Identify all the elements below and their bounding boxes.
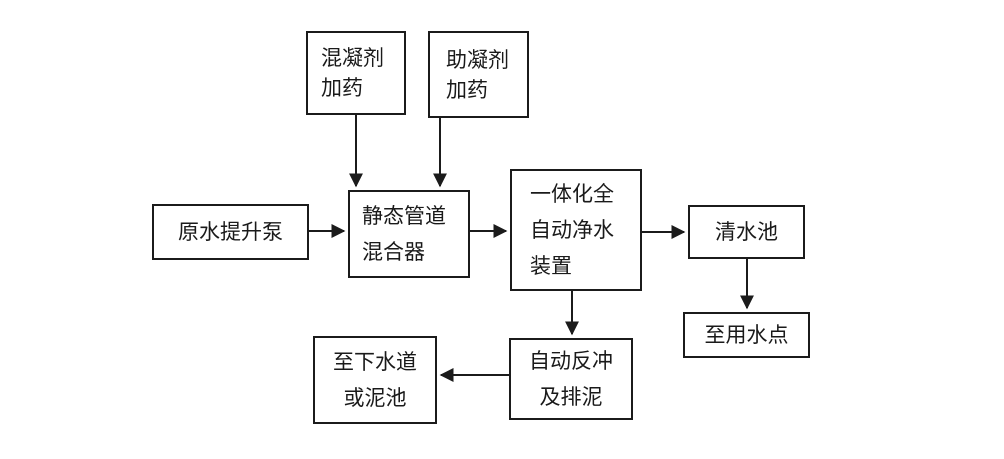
node-coagulant-dosing-label: 混凝剂 加药 xyxy=(321,46,384,100)
node-static-pipe-mixer: 静态管道 混合器 xyxy=(348,190,470,278)
node-water-use-point-label: 至用水点 xyxy=(704,323,789,347)
node-auto-backwash-sludge-label: 自动反冲 及排泥 xyxy=(529,349,613,409)
node-clean-water-tank-label: 清水池 xyxy=(715,220,778,244)
node-integrated-purifier-label: 一体化全 自动净水 装置 xyxy=(530,182,614,278)
node-static-pipe-mixer-label: 静态管道 混合器 xyxy=(362,204,446,264)
node-raw-water-pump-label: 原水提升泵 xyxy=(178,220,283,244)
node-water-use-point: 至用水点 xyxy=(683,312,810,358)
node-sewer-or-mud-pool: 至下水道 或泥池 xyxy=(313,336,437,424)
node-raw-water-pump: 原水提升泵 xyxy=(152,204,309,260)
node-auto-backwash-sludge: 自动反冲 及排泥 xyxy=(509,338,633,420)
node-coagulant-dosing: 混凝剂 加药 xyxy=(306,31,406,115)
node-coagulant-aid-dosing-label: 助凝剂 加药 xyxy=(446,47,509,102)
node-coagulant-aid-dosing: 助凝剂 加药 xyxy=(428,31,529,118)
node-integrated-purifier: 一体化全 自动净水 装置 xyxy=(510,169,642,291)
node-clean-water-tank: 清水池 xyxy=(688,205,805,259)
node-sewer-or-mud-pool-label: 至下水道 或泥池 xyxy=(333,350,417,410)
